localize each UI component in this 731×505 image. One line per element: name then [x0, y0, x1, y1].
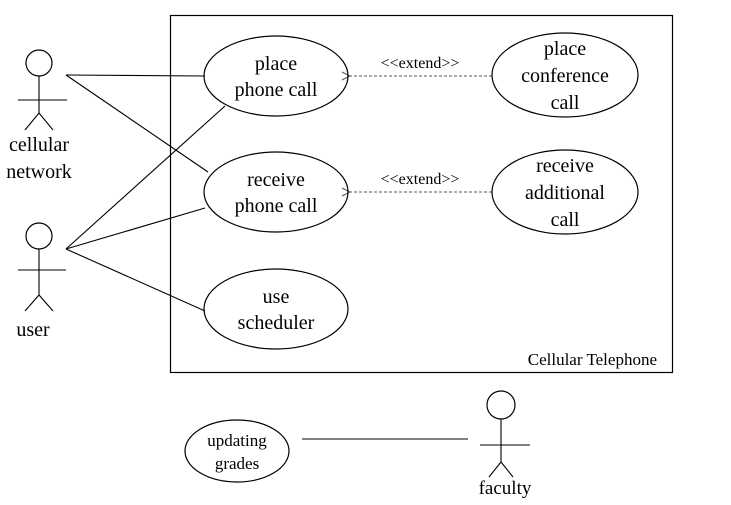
use-case-ellipse	[203, 151, 349, 233]
association-network-place-call	[65, 74, 206, 77]
use-case-ellipse	[184, 419, 290, 483]
use-case-label: grades	[215, 454, 259, 473]
use-case-place-phone-call: place phone call	[203, 35, 349, 117]
use-case-updating-grades: updating grades	[184, 419, 290, 483]
use-case-label: call	[551, 209, 580, 231]
use-case-ellipse	[491, 149, 639, 235]
use-case-receive-phone-call: receive phone call	[203, 151, 349, 233]
use-case-label: scheduler	[238, 312, 315, 334]
association-user-receive-call	[65, 207, 206, 250]
actor-user: user	[16, 222, 66, 341]
use-case-label: phone call	[235, 79, 318, 101]
stick-figure-icon	[480, 390, 530, 478]
association-network-receive-call	[65, 74, 209, 173]
use-case-ellipse	[203, 268, 349, 350]
use-case-ellipse	[491, 32, 639, 118]
extend-relation-conference: <<extend>>	[350, 55, 492, 76]
use-case-label: receive	[536, 155, 594, 177]
use-case-receive-additional-call: receive additional call	[491, 149, 639, 235]
extend-label: <<extend>>	[381, 55, 460, 72]
actor-faculty: faculty	[479, 390, 532, 499]
extend-label: <<extend>>	[381, 171, 460, 188]
use-case-place-conference-call: place conference call	[491, 32, 639, 118]
use-case-label: additional	[525, 182, 605, 204]
use-case-use-scheduler: use scheduler	[203, 268, 349, 350]
use-case-label: phone call	[235, 195, 318, 217]
actor-label: user	[16, 319, 50, 341]
use-case-label: call	[551, 92, 580, 114]
actor-label: cellular	[9, 134, 69, 156]
extend-relation-additional: <<extend>>	[350, 171, 492, 192]
stick-figure-icon	[18, 49, 67, 131]
actor-cellular-network: cellular network	[6, 49, 72, 183]
use-case-label: use	[263, 286, 290, 308]
use-case-label: conference	[521, 65, 609, 87]
stick-figure-icon	[18, 222, 66, 312]
system-label: Cellular Telephone	[528, 350, 657, 369]
system-boundary: Cellular Telephone	[169, 14, 674, 374]
use-case-label: receive	[247, 169, 305, 191]
system-boundary-box	[169, 14, 674, 374]
association-user-place-call	[65, 105, 226, 250]
use-case-label: updating	[207, 431, 267, 450]
association-user-scheduler	[65, 248, 206, 312]
actor-label: network	[6, 161, 72, 183]
actor-label: faculty	[479, 478, 532, 499]
use-case-ellipse	[203, 35, 349, 117]
use-case-label: place	[255, 53, 297, 75]
use-case-label: place	[544, 38, 586, 60]
